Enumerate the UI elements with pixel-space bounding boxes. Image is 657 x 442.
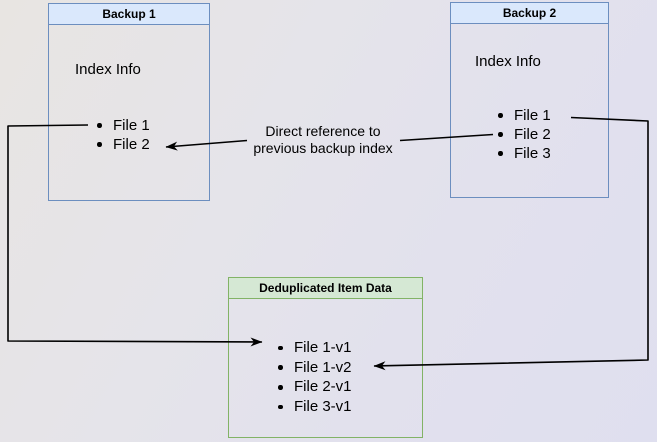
list-item: File 3-v1: [278, 397, 352, 417]
reference-annotation: Direct reference to previous backup inde…: [223, 123, 423, 157]
annotation-line2: previous backup index: [253, 140, 393, 156]
backup2-header: Backup 2: [451, 3, 608, 24]
dedup-header: Deduplicated Item Data: [229, 278, 422, 299]
list-item: File 2-v1: [278, 377, 352, 397]
list-item: File 1: [97, 116, 150, 135]
backup2-title: Backup 2: [502, 6, 557, 20]
backup1-title: Backup 1: [102, 7, 156, 21]
list-item: File 2: [97, 135, 150, 154]
annotation-line1: Direct reference to: [265, 123, 381, 139]
dedup-title: Deduplicated Item Data: [259, 281, 392, 295]
list-item: File 1-v1: [278, 338, 352, 358]
list-item: File 3: [498, 144, 551, 163]
list-item: File 2: [498, 125, 551, 144]
backup2-index-info-label: Index Info: [475, 53, 541, 70]
backup1-header: Backup 1: [49, 4, 209, 25]
list-item: File 1-v2: [278, 358, 352, 378]
list-item: File 1: [498, 106, 551, 125]
backup1-index-info-label: Index Info: [75, 61, 141, 78]
